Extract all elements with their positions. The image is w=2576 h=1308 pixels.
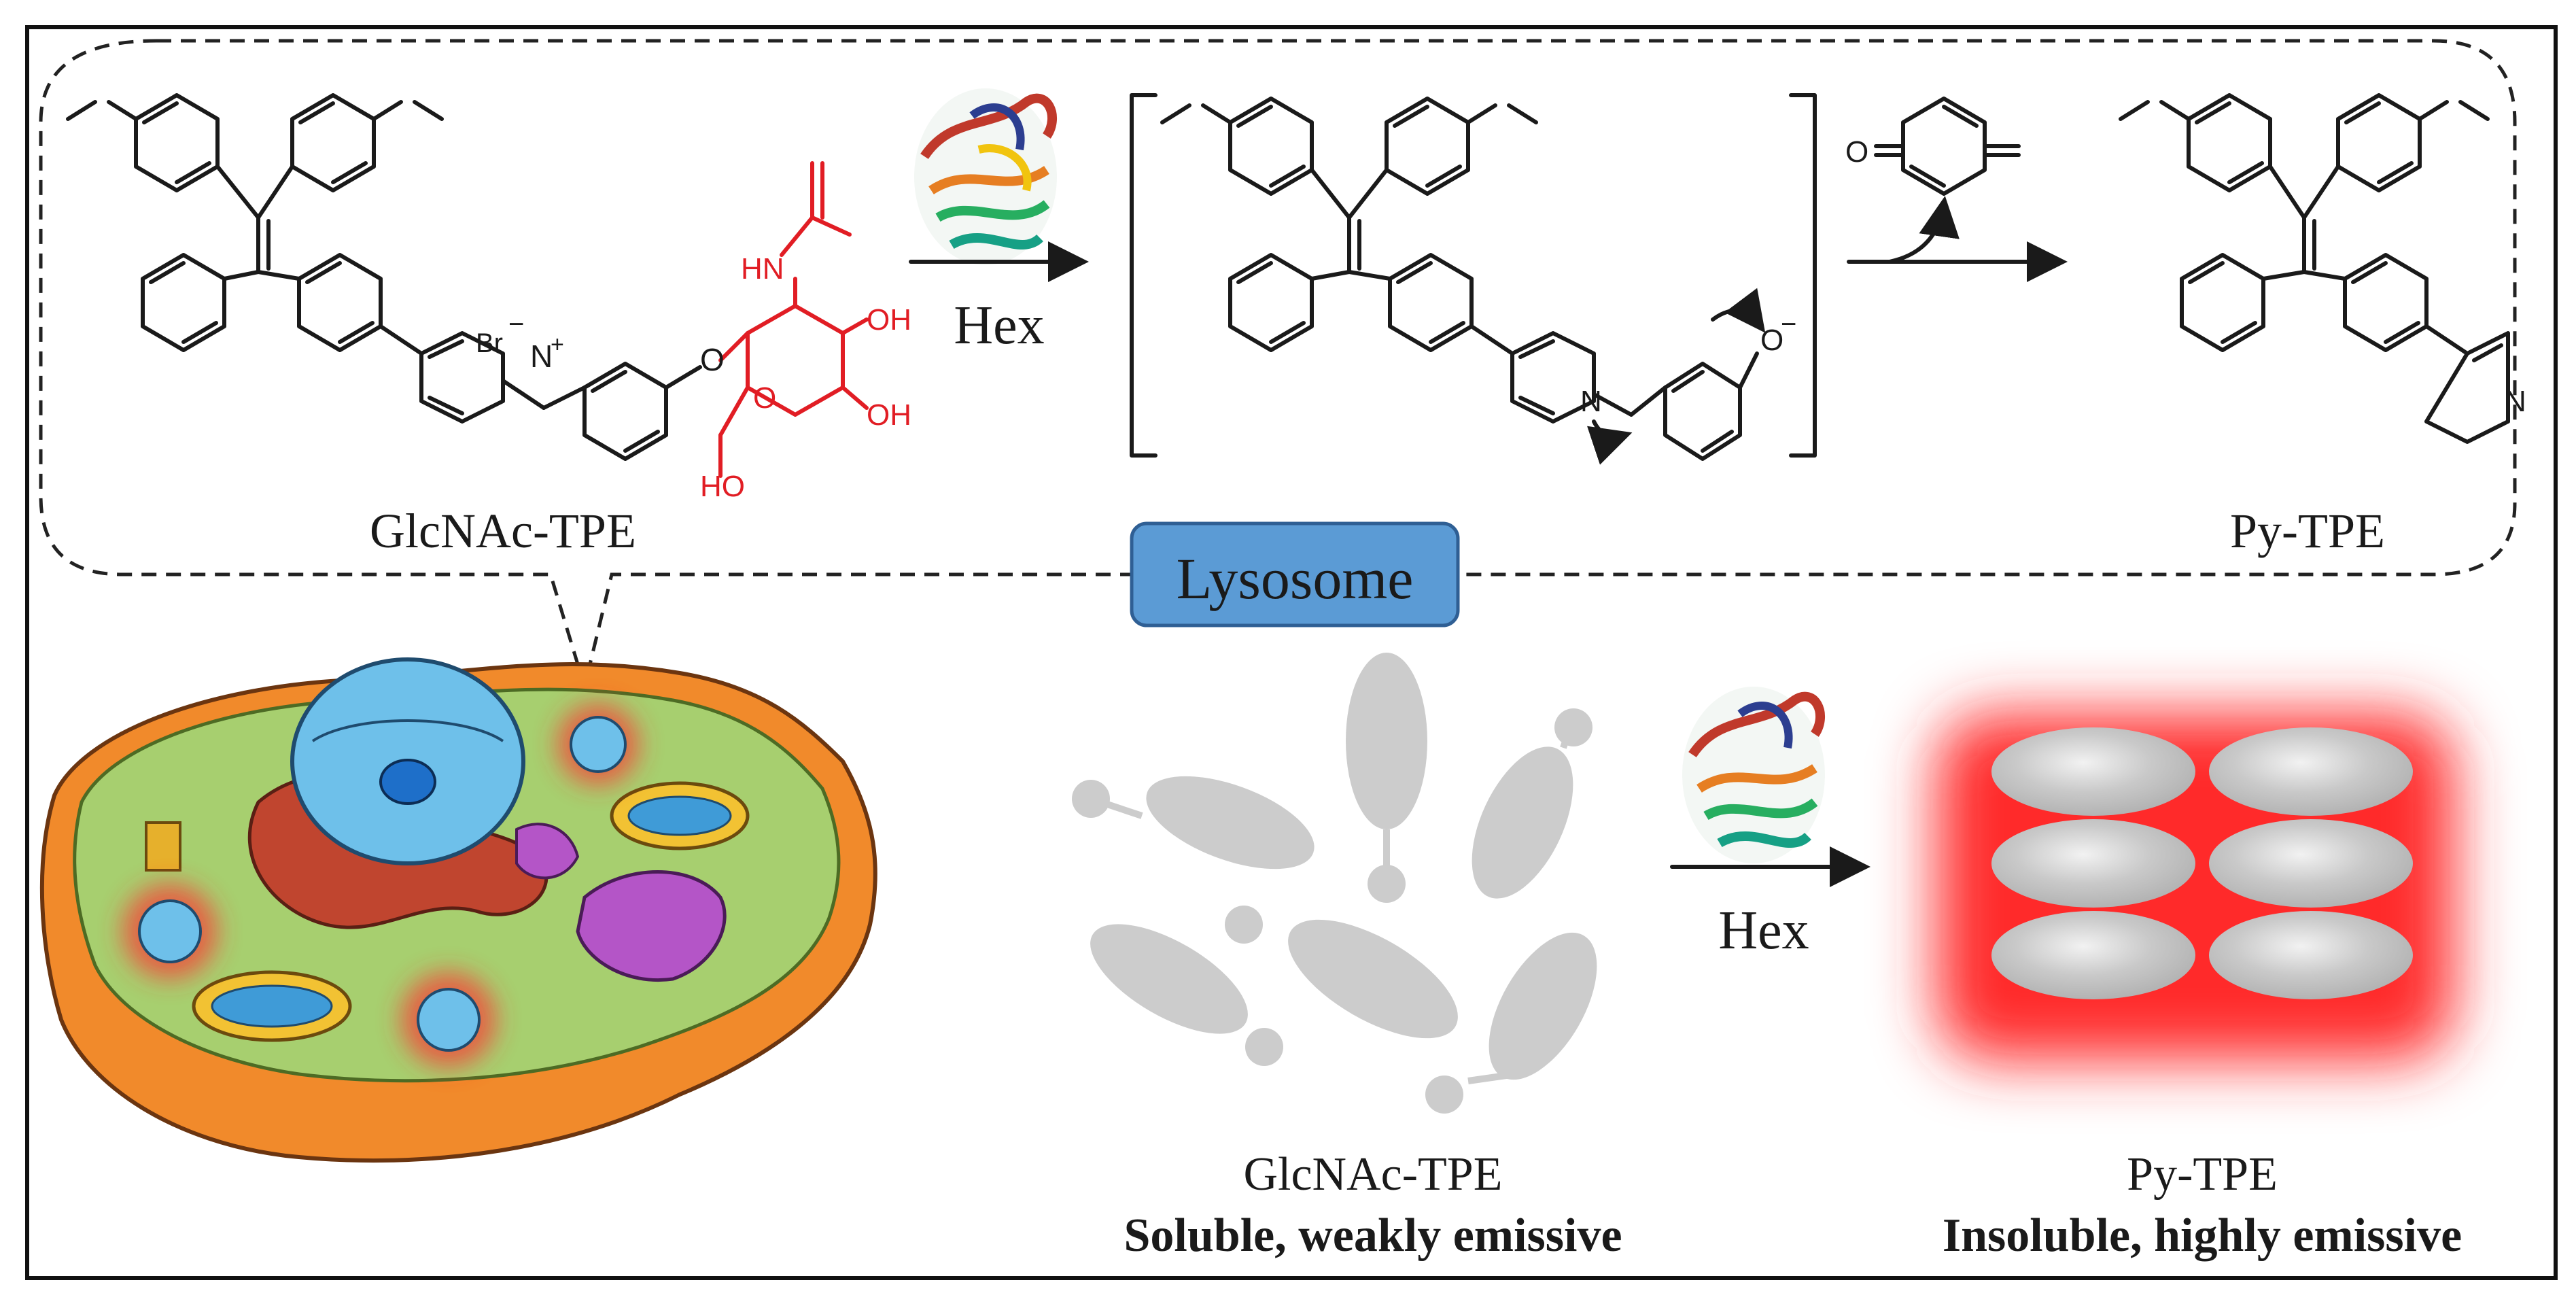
bottom-right-desc: Insoluble, highly emissive [1943, 1209, 2462, 1262]
atom-n-plus: N [530, 339, 553, 374]
atom-hn: HN [741, 252, 784, 286]
py-tpe-structure [2119, 93, 2510, 444]
bottom-right-name: Py-TPE [2127, 1148, 2278, 1201]
lysosome-label: Lysosome [1177, 546, 1414, 611]
lysosome-box [1130, 521, 1460, 627]
bracket-right [1789, 93, 1817, 458]
enzyme-label-bottom: Hex [1718, 901, 1809, 961]
product-label-top: Py-TPE [2230, 504, 2385, 558]
atom-o-quinone: O [1845, 135, 1868, 169]
probe-label: GlcNAc-TPE [370, 504, 636, 558]
bottom-left-name: GlcNAc-TPE [1243, 1148, 1502, 1201]
atom-ho: HO [700, 470, 745, 503]
glcnac-sugar [718, 161, 869, 478]
bracket-left [1130, 93, 1158, 458]
cell-illustration [39, 657, 877, 1163]
enzyme-ribbon-icon [914, 88, 1058, 265]
atom-o-phenoxide: O [1760, 324, 1783, 357]
soluble-probes [1072, 653, 1597, 1114]
atom-o-ring: O [753, 381, 776, 415]
enzyme-label-top: Hex [954, 296, 1044, 356]
atom-n-plus-int: N [1580, 385, 1602, 418]
glcnac-tpe-structure [66, 93, 750, 461]
atom-plus: + [551, 332, 564, 358]
atom-n-pyridine: N [2505, 385, 2526, 418]
lysosome-icon [122, 704, 639, 1067]
quinone-methide [1874, 97, 2021, 196]
atom-counterion: Br [476, 328, 503, 358]
outer-frame [25, 25, 2558, 1280]
aggregate-emission [1937, 714, 2454, 1061]
atom-counterion-charge: − [508, 309, 524, 339]
atom-oh-2: OH [867, 398, 911, 432]
atom-minus: − [1781, 309, 1796, 339]
enzyme-ribbon-icon-lower [1682, 687, 1826, 863]
intermediate-structure [1160, 97, 1766, 465]
atom-o-link: O [700, 342, 725, 377]
bottom-left-desc: Soluble, weakly emissive [1124, 1209, 1622, 1262]
atom-oh-1: OH [867, 303, 911, 337]
